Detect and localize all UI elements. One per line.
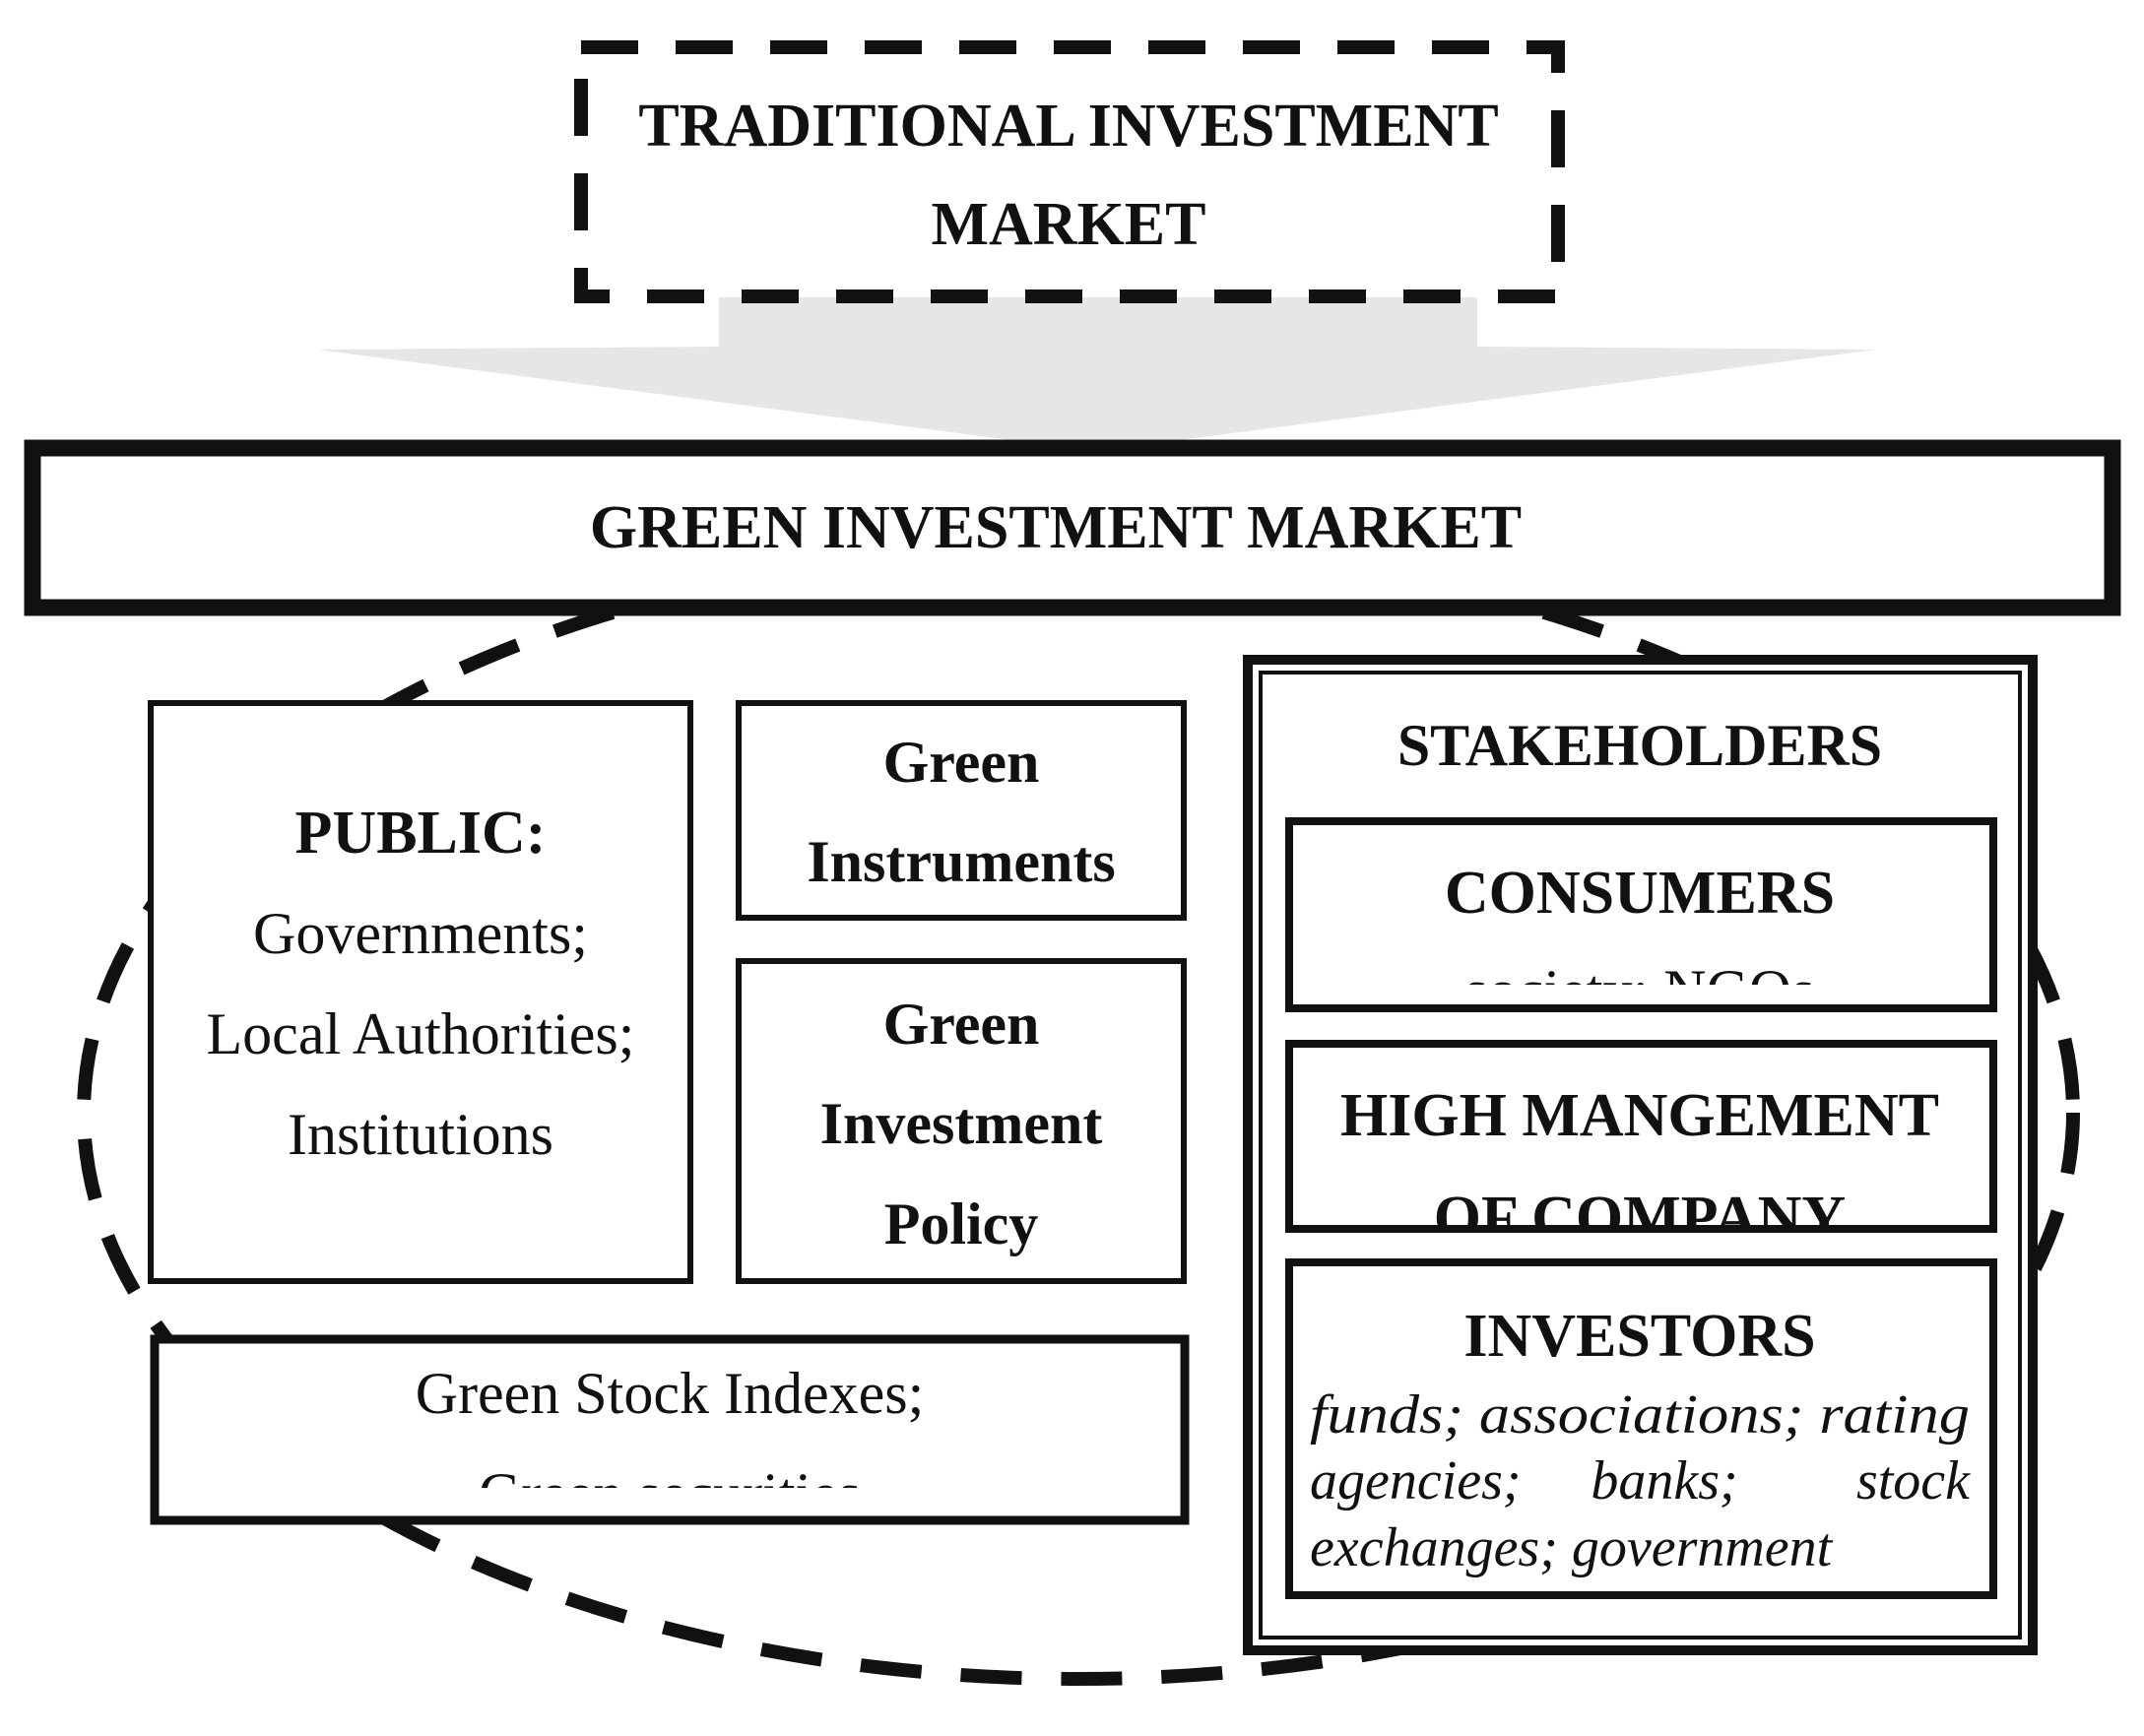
management-line2-cut: OF COMPANY	[1434, 1185, 1846, 1252]
stakeholders-title: STAKEHOLDERS	[1397, 713, 1882, 778]
green-indexes-line2-cut: Green securities	[479, 1461, 861, 1526]
green-indexes-line1: Green Stock Indexes;	[416, 1361, 925, 1426]
consumers-subtitle-cut: society; NGOs	[1465, 958, 1815, 1023]
green-policy-line2: Investment	[820, 1091, 1103, 1156]
flow-arrow	[317, 297, 1876, 451]
traditional-market-box	[574, 40, 1565, 303]
green-indexes-box	[150, 1334, 1190, 1525]
public-governments: Governments;	[253, 901, 588, 966]
traditional-market-label-line2: MARKET	[932, 191, 1206, 258]
green-market-box	[24, 439, 2121, 616]
green-policy-line1: Green	[883, 992, 1040, 1057]
green-policy-box	[736, 958, 1187, 1284]
public-box	[148, 700, 693, 1284]
green-instruments-box	[736, 700, 1187, 921]
investors-box	[1285, 1258, 1997, 1599]
investors-line2-word2: banks;	[1591, 1450, 1737, 1511]
investors-line2-word1: agencies;	[1310, 1450, 1522, 1511]
green-instruments-line2: Instruments	[807, 829, 1115, 894]
investors-line1: funds; associations; rating	[1310, 1384, 1970, 1446]
investors-line2-word3: stock	[1856, 1450, 1971, 1511]
consumers-title: CONSUMERS	[1445, 860, 1835, 927]
management-line1: HIGH MANGEMENT	[1340, 1082, 1939, 1149]
green-instruments-line1: Green	[883, 730, 1040, 795]
investors-title: INVESTORS	[1463, 1303, 1815, 1370]
management-box	[1285, 1040, 1997, 1233]
public-institutions: Institutions	[288, 1102, 553, 1167]
public-local-authorities: Local Authorities;	[207, 1001, 635, 1066]
public-heading: PUBLIC:	[295, 800, 547, 867]
consumers-box	[1285, 817, 1997, 1012]
green-market-title: GREEN INVESTMENT MARKET	[590, 494, 1522, 561]
traditional-market-label-line1: TRADITIONAL INVESTMENT	[638, 93, 1498, 160]
stakeholders-frame-inner	[1259, 671, 2022, 1640]
investors-line3: exchanges; government	[1310, 1517, 1834, 1578]
green-policy-line3: Policy	[884, 1191, 1039, 1256]
